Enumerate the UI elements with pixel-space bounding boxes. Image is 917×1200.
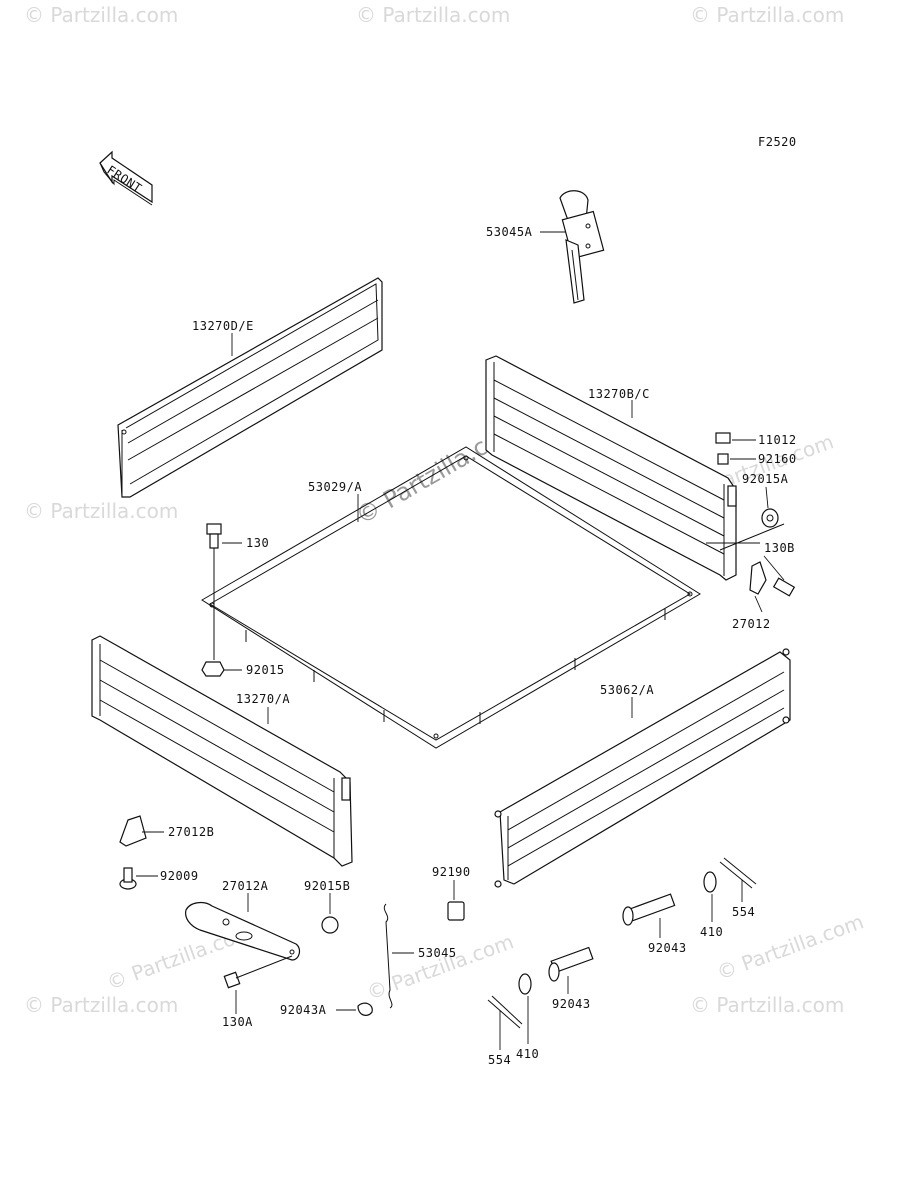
- label-92043A: 92043A: [280, 1003, 327, 1017]
- label-11012: 11012: [758, 433, 797, 447]
- watermark: © Partzilla.com: [364, 929, 517, 1004]
- label-53045: 53045: [418, 946, 457, 960]
- label-410-left: 410: [516, 1047, 539, 1061]
- label-27012B: 27012B: [168, 825, 214, 839]
- part-labels: 53045A 13270D/E 13270B/C 11012 92160 920…: [160, 225, 797, 1067]
- watermark: © Partzilla.com: [714, 909, 867, 984]
- label-92190: 92190: [432, 865, 471, 879]
- label-554-right: 554: [732, 905, 755, 919]
- label-53029A: 53029/A: [308, 480, 362, 494]
- label-410-right: 410: [700, 925, 723, 939]
- watermark: © Partzilla.com: [24, 993, 178, 1017]
- watermark: © Partzilla.com: [690, 993, 844, 1017]
- label-13270DE: 13270D/E: [192, 319, 254, 333]
- tailgate-53062A: [494, 648, 791, 888]
- label-53062A: 53062/A: [600, 683, 654, 697]
- label-130: 130: [246, 536, 269, 550]
- watermark: © Partzilla.com: [24, 3, 178, 27]
- label-92160: 92160: [758, 452, 797, 466]
- panel-13270DE: [117, 277, 383, 498]
- label-27012A: 27012A: [222, 879, 269, 893]
- label-130B: 130B: [764, 541, 795, 555]
- label-92043-left: 92043: [552, 997, 591, 1011]
- label-130A: 130A: [222, 1015, 253, 1029]
- latch-53045A: [559, 190, 605, 304]
- label-92009: 92009: [160, 869, 199, 883]
- label-554-left: 554: [488, 1053, 511, 1067]
- label-13270BC: 13270B/C: [588, 387, 650, 401]
- watermark: © Partzilla.com: [356, 3, 510, 27]
- diagram-code: F2520: [758, 135, 797, 149]
- panel-13270BC: [485, 355, 737, 581]
- panel-13270A: [91, 635, 353, 867]
- label-92015: 92015: [246, 663, 285, 677]
- label-13270A: 13270/A: [236, 692, 290, 706]
- label-92043-right: 92043: [648, 941, 687, 955]
- watermark: © Partzilla.com: [24, 499, 178, 523]
- small-parts: [119, 432, 796, 1029]
- label-92015B: 92015B: [304, 879, 350, 893]
- label-53045A: 53045A: [486, 225, 533, 239]
- label-92015A: 92015A: [742, 472, 789, 486]
- front-arrow-icon: FRONT: [99, 150, 153, 206]
- watermark: © Partzilla.com: [690, 3, 844, 27]
- label-27012: 27012: [732, 617, 771, 631]
- leader-lines: [136, 231, 785, 1050]
